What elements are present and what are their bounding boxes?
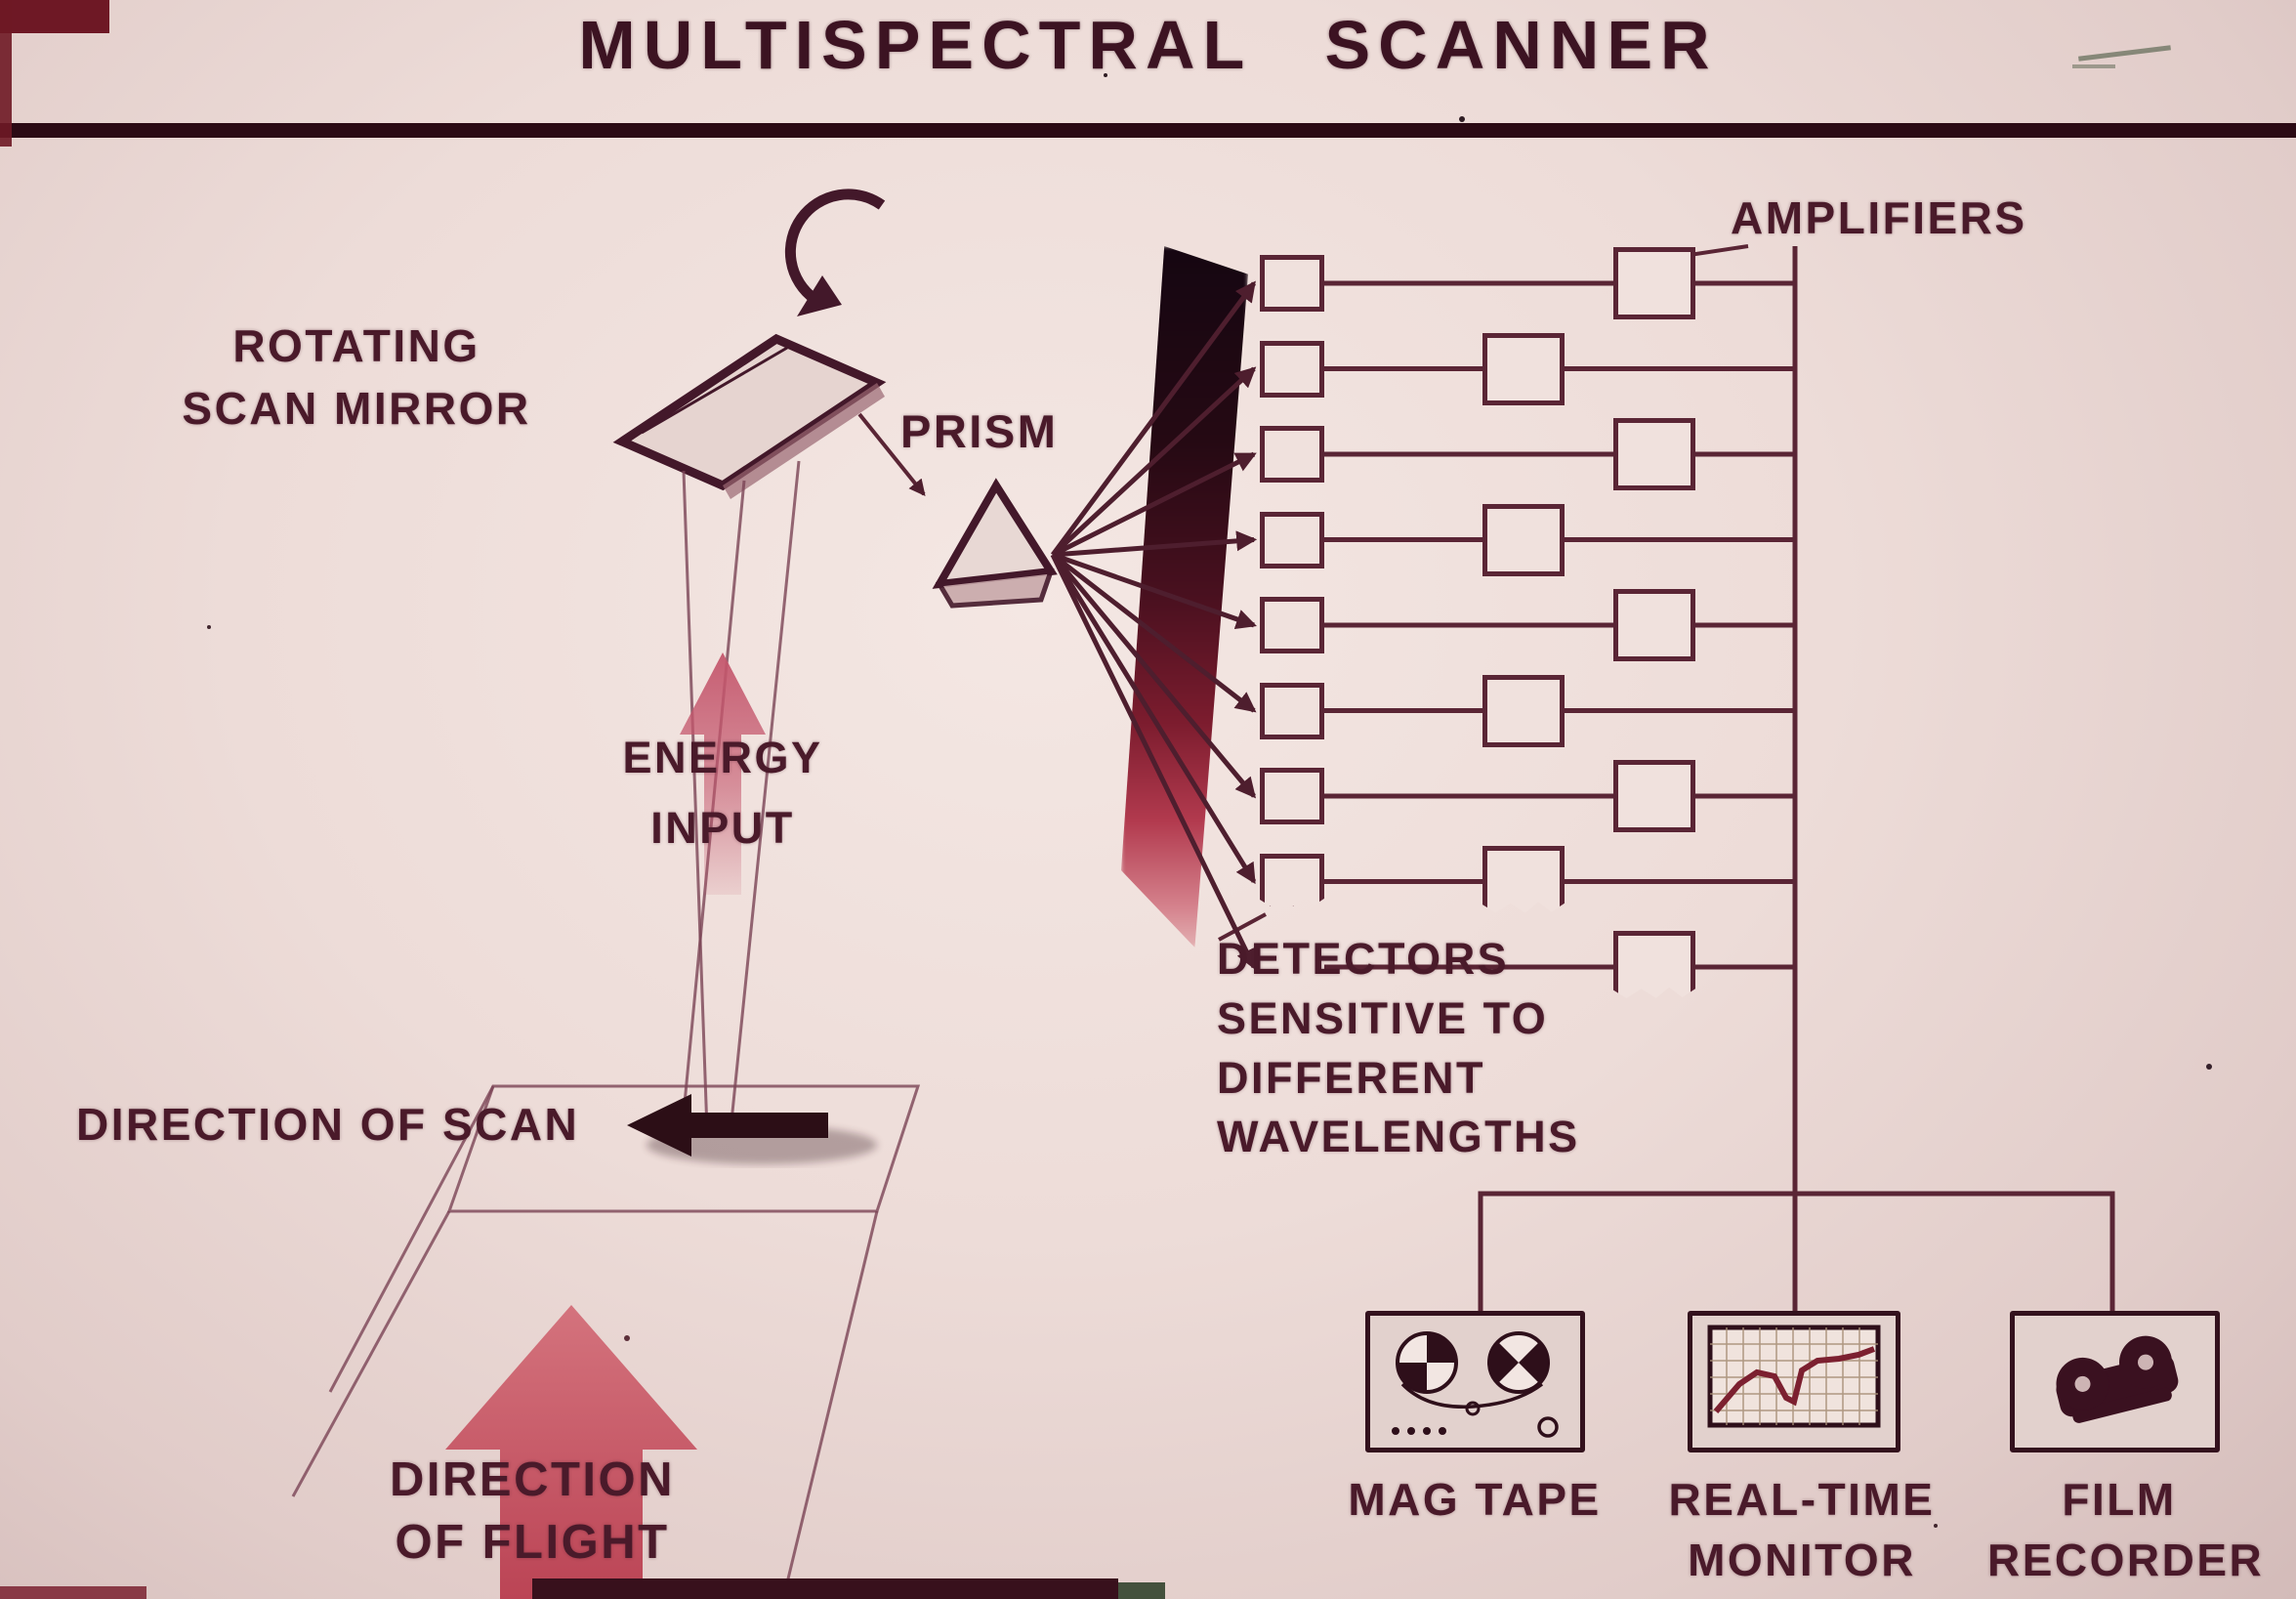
label-line: SCAN MIRROR xyxy=(182,383,531,435)
real-time-monitor-label: REAL-TIME MONITOR xyxy=(1660,1469,1943,1590)
label-line: DIRECTION xyxy=(390,1453,675,1506)
monitor-icon xyxy=(1707,1325,1881,1428)
label-line: RECORDER xyxy=(1987,1535,2265,1586)
detector-box-2 xyxy=(1260,340,1324,398)
slide-edge-bottom-green xyxy=(1118,1582,1165,1599)
detector-box-7 xyxy=(1260,768,1324,824)
detector-box-8 xyxy=(1260,853,1324,906)
dispersed-ray-1 xyxy=(1050,280,1257,557)
label-line: WAVELENGTHS xyxy=(1217,1112,1580,1162)
amplifier-box-6 xyxy=(1482,674,1565,747)
slide-edge-bottom xyxy=(532,1578,1118,1599)
flight-strip-line xyxy=(291,1210,451,1497)
dispersed-ray-5 xyxy=(1052,552,1257,630)
slide-edge-bottom-left xyxy=(0,1586,146,1599)
label-line: INPUT xyxy=(650,803,795,853)
label-line: MONITOR xyxy=(1688,1535,1916,1586)
energy-input-label: ENERGY INPUT xyxy=(552,723,894,863)
flight-strip-line xyxy=(781,1210,879,1599)
scan-cone-line xyxy=(682,470,709,1132)
mirror-to-prism-arrow xyxy=(857,412,926,496)
direction-of-scan-label: DIRECTION OF SCAN xyxy=(76,1099,580,1150)
amplifiers-label: AMPLIFIERS xyxy=(1731,192,2027,243)
rotation-arrowhead-icon xyxy=(797,275,842,316)
slide-edge-left xyxy=(0,0,12,147)
dust-specks xyxy=(0,0,4,4)
scan-direction-arrow xyxy=(627,1094,828,1157)
dispersed-ray-4 xyxy=(1052,530,1258,558)
detector-box-1 xyxy=(1260,255,1324,312)
label-line: ROTATING xyxy=(232,320,480,371)
mag-tape-icon xyxy=(1392,1331,1559,1438)
dispersed-ray-6 xyxy=(1051,553,1257,713)
label-line: OF FLIGHT xyxy=(395,1515,670,1569)
prism-graphic xyxy=(932,478,1058,589)
prism-label: PRISM xyxy=(900,405,1059,457)
energy-input-arrow xyxy=(680,652,766,895)
film-recorder-icon xyxy=(2056,1335,2179,1423)
page-title: MULTISPECTRAL SCANNER xyxy=(578,7,1718,83)
scan-mirror-edge xyxy=(723,383,885,499)
dispersed-ray-3 xyxy=(1051,451,1257,558)
detectors-caption: DETECTORS SENSITIVE TO DIFFERENT WAVELEN… xyxy=(1217,930,1686,1167)
detector-box-6 xyxy=(1260,682,1324,739)
channel-lines xyxy=(1050,280,1795,970)
detector-box-5 xyxy=(1260,597,1324,653)
title-rule xyxy=(0,123,2296,138)
label-line: DETECTORS xyxy=(1217,934,1510,984)
direction-of-flight-label: DIRECTION OF FLIGHT xyxy=(371,1450,693,1574)
slide-edge-top-left xyxy=(0,0,109,33)
label-line: FILM xyxy=(2062,1474,2177,1525)
dispersed-ray-8 xyxy=(1050,553,1257,885)
flight-strip-line xyxy=(328,1085,495,1393)
amplifier-box-4 xyxy=(1482,503,1565,576)
scan-mirror-frame-line xyxy=(641,346,788,435)
amplifier-box-5 xyxy=(1613,589,1695,661)
rotating-scan-mirror-label: ROTATING SCAN MIRROR xyxy=(151,315,562,441)
label-line: ENERGY xyxy=(622,733,823,782)
amplifier-box-1 xyxy=(1613,247,1695,319)
amplifier-box-8 xyxy=(1482,845,1565,913)
rotation-arrow-icon xyxy=(784,189,886,304)
detector-box-3 xyxy=(1260,426,1324,483)
scan-cone-line xyxy=(729,460,801,1132)
amplifier-box-2 xyxy=(1482,332,1565,405)
detectors-pointer-line xyxy=(1218,912,1267,942)
prism-base xyxy=(935,568,1055,609)
dispersed-ray-7 xyxy=(1051,553,1257,799)
dispersed-ray-2 xyxy=(1051,366,1257,557)
detector-box-4 xyxy=(1260,511,1324,568)
mag-tape-label: MAG TAPE xyxy=(1348,1474,1602,1525)
output-connector xyxy=(1478,1191,2115,1313)
real-time-monitor-device xyxy=(1688,1311,1900,1452)
dispersed-ray-9 xyxy=(1050,553,1257,970)
label-line: DIFFERENT xyxy=(1217,1052,1485,1103)
film-scratch xyxy=(2072,64,2115,68)
amplifier-box-3 xyxy=(1613,418,1695,490)
label-line: SENSITIVE TO xyxy=(1217,992,1549,1043)
label-line: REAL-TIME xyxy=(1668,1474,1936,1525)
amplifier-box-7 xyxy=(1613,760,1695,832)
amplifier-box-9 xyxy=(1613,931,1695,998)
flight-direction-arrow xyxy=(445,1305,697,1599)
mag-tape-device xyxy=(1365,1311,1585,1452)
film-recorder-label: FILM RECORDER xyxy=(1987,1469,2265,1590)
film-recorder-device xyxy=(2010,1311,2220,1452)
